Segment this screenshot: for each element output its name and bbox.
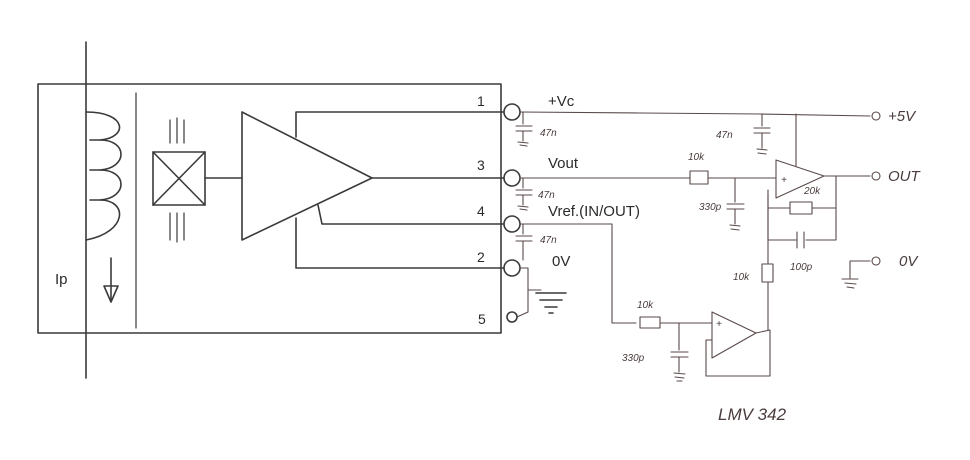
feedback-res-value: 20k	[803, 186, 821, 197]
primary-current-label: Ip	[55, 271, 68, 288]
ref-filter-cap-value: 330p	[622, 353, 645, 364]
opamp-output-icon	[775, 159, 825, 199]
pin-5-number: 5	[478, 311, 486, 327]
pin-3-number: 3	[477, 157, 485, 173]
out-terminal	[871, 171, 881, 181]
bias-res-value: 10k	[733, 272, 750, 283]
pin1-decoupling-cap	[515, 111, 533, 147]
internal-wiring	[295, 111, 505, 269]
ref-series-resistor	[639, 316, 661, 329]
feedback-cap	[796, 231, 805, 249]
feedback-frame	[767, 175, 837, 241]
pin4-cap-value: 47n	[540, 235, 557, 246]
feedback-resistor	[789, 201, 813, 215]
out-series-resistor	[689, 170, 709, 185]
pin-3-terminal	[503, 169, 521, 187]
pin-1-number: 1	[477, 93, 485, 109]
out-series-res-value: 10k	[688, 152, 705, 163]
primary-coil	[85, 111, 122, 241]
opamp-buffer-feedback	[705, 329, 771, 377]
pin4-decoupling-cap	[515, 223, 533, 261]
zero-volt-wire	[849, 260, 871, 279]
out-filter-cap-value: 330p	[699, 202, 722, 213]
pin-5-terminal	[506, 311, 518, 323]
ground-symbol-2-icon	[841, 278, 859, 289]
zero-volt-terminal	[871, 256, 881, 266]
opamp-buffer-plus: +	[716, 319, 722, 330]
ground-wiring	[516, 267, 542, 318]
vref-wire	[519, 223, 637, 324]
pin-4-number: 4	[477, 203, 485, 219]
opamp-output-plus: +	[781, 175, 787, 186]
opamp-buffer-icon	[711, 311, 757, 359]
pin1-cap-value: 47n	[540, 128, 557, 139]
hall-element-icon	[152, 117, 206, 243]
current-arrow-icon	[103, 257, 119, 303]
pin-2-terminal	[503, 259, 521, 277]
supply-label: +5V	[888, 108, 917, 125]
pin-1-terminal	[503, 103, 521, 121]
supply-terminal	[871, 111, 881, 121]
out-filter-cap	[726, 177, 745, 231]
supply-rail	[519, 111, 871, 117]
supply-cap-value: 47n	[716, 130, 733, 141]
pin-4-terminal	[503, 215, 521, 233]
pin-2-label: 0V	[552, 253, 570, 270]
opamp-part-label: LMV 342	[718, 405, 787, 424]
pin-1-label: +Vc	[548, 93, 575, 110]
internal-amplifier-icon	[241, 111, 373, 241]
sensor-module-box	[37, 83, 502, 334]
pin-4-label: Vref.(IN/OUT)	[548, 203, 640, 220]
supply-decoupling-cap	[753, 113, 771, 155]
pin3-cap-value: 47n	[538, 190, 555, 201]
ref-filter-cap	[670, 322, 689, 382]
pin3-decoupling-cap	[515, 177, 533, 211]
ground-symbol-icon	[535, 292, 567, 314]
bias-resistor	[761, 263, 774, 283]
pin-3-label: Vout	[548, 155, 579, 172]
feedback-cap-value: 100p	[790, 262, 813, 273]
zero-volt-label: 0V	[899, 253, 919, 270]
ref-series-res-value: 10k	[637, 300, 654, 311]
pin-2-number: 2	[477, 249, 485, 265]
out-label: OUT	[888, 168, 922, 185]
